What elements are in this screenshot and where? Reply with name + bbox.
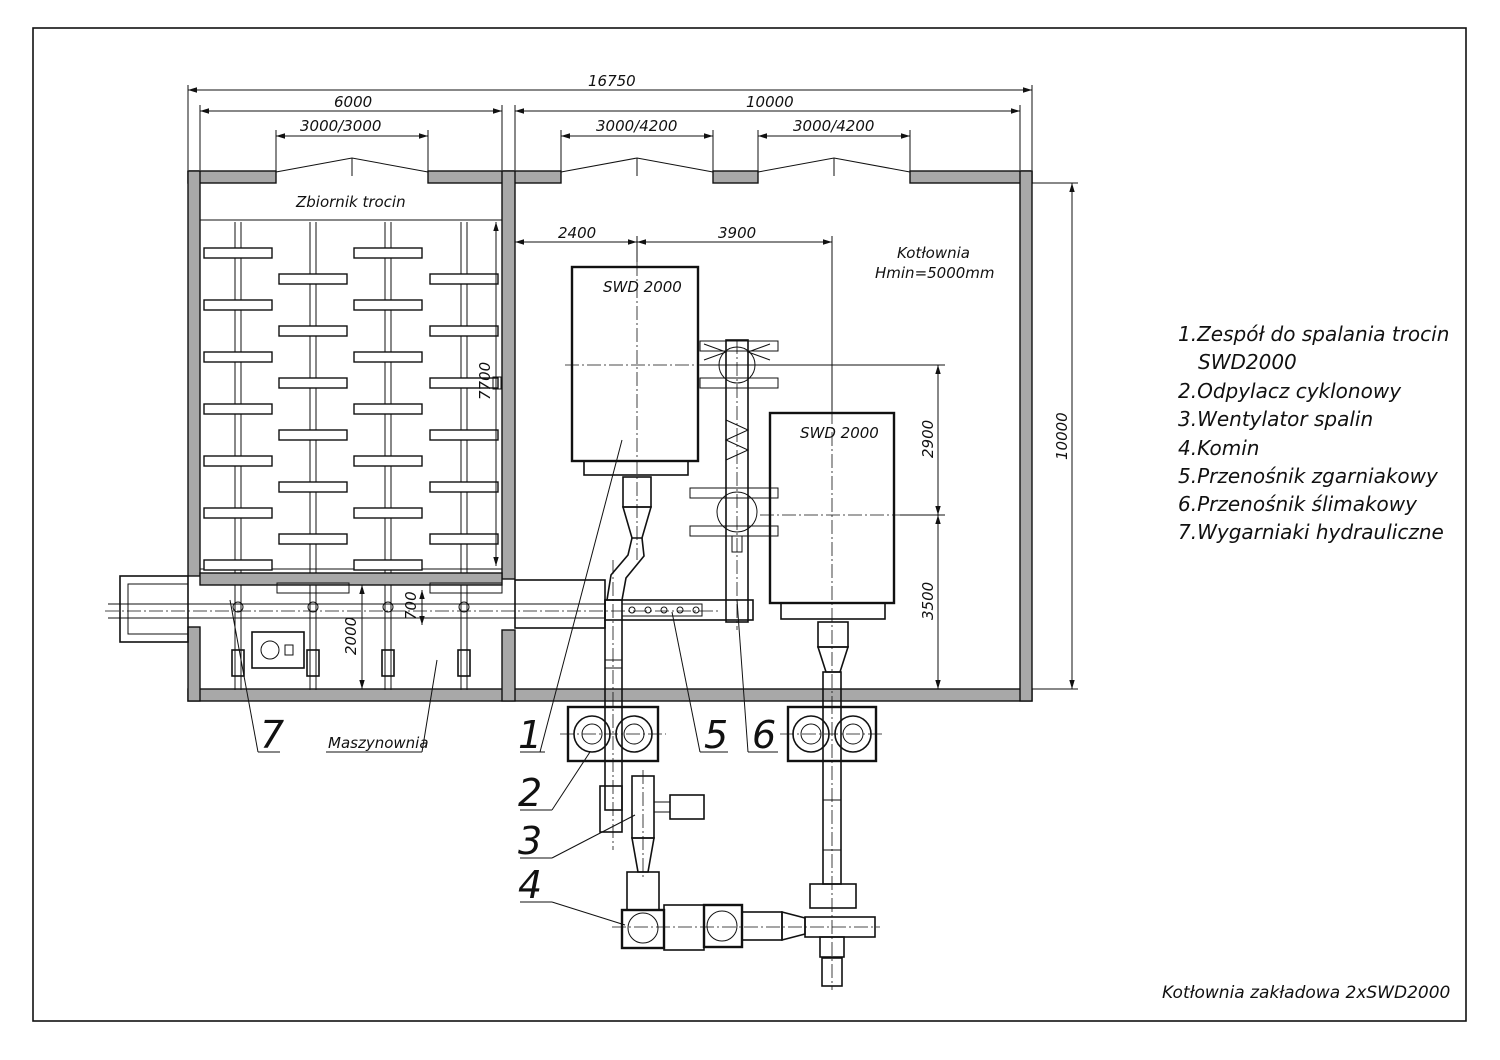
scraper-pivot (307, 601, 319, 613)
scraper-paddle (429, 481, 499, 493)
scraper-paddle (203, 403, 273, 415)
gate-openings (275, 157, 911, 176)
dim-2000: 2000 (342, 617, 360, 655)
callout-7: 7 (260, 713, 284, 757)
scraper-paddle (429, 325, 499, 337)
dim-10000-height: 10000 (1053, 412, 1071, 460)
boiler-unit-2: SWD 2000 (760, 410, 905, 700)
scraper-paddle (353, 247, 423, 259)
scraper-paddle (203, 247, 273, 259)
scraper-paddle (278, 533, 348, 545)
scraper-paddle (278, 481, 348, 493)
scraper-conveyor-left (105, 572, 720, 669)
scraper-paddle (278, 429, 348, 441)
dim-left-door: 3000/3000 (300, 117, 381, 135)
legend-item-1-cont: SWD2000 (1198, 350, 1297, 374)
scraper-paddle (353, 403, 423, 415)
legend-item-5: 5.Przenośnik zgarniakowy (1178, 464, 1439, 488)
scraper-paddle (429, 533, 499, 545)
callout-2: 2 (518, 771, 542, 815)
scraper-pivot (382, 601, 394, 613)
hydraulic-cylinder (381, 649, 395, 677)
screw-conveyor (689, 339, 779, 630)
scraper-paddle (203, 351, 273, 363)
dim-700: 700 (402, 591, 420, 620)
drawing-frame (32, 27, 1467, 1022)
cyclone-collector-2 (780, 705, 884, 763)
chimney (612, 871, 880, 987)
dim-right-width: 10000 (746, 93, 794, 111)
label-boiler-room: Kotłownia (897, 244, 970, 262)
building-walls (187, 170, 1033, 702)
label-sawdust-tank: Zbiornik trocin (295, 193, 406, 211)
scraper-paddle (203, 299, 273, 311)
cyclone-collector-1 (560, 705, 666, 763)
inner-dimensions-left: 2000 700 7700 (342, 222, 502, 689)
dim-left-width: 6000 (334, 93, 372, 111)
dim-right-door-2: 3000/4200 (793, 117, 874, 135)
scraper-paddle (353, 351, 423, 363)
legend-item-2: 2.Odpylacz cyklonowy (1178, 379, 1402, 403)
scraper-paddle (353, 559, 423, 571)
legend-item-6: 6.Przenośnik ślimakowy (1178, 492, 1418, 516)
inner-dimensions-right: 2400 3900 2900 3500 10000 (515, 182, 1078, 690)
scraper-paddle (203, 559, 273, 571)
legend-item-4: 4.Komin (1178, 436, 1259, 460)
hydraulic-cylinder (457, 649, 471, 677)
callout-5: 5 (704, 713, 728, 757)
hydraulic-scrapers (203, 222, 499, 690)
scraper-paddle (203, 507, 273, 519)
legend-item-3: 3.Wentylator spalin (1178, 407, 1373, 431)
flue-duct-1 (604, 560, 623, 850)
callout-4: 4 (518, 863, 542, 907)
hydraulic-cylinder (306, 649, 320, 677)
callout-1: 1 (518, 713, 542, 757)
label-unit-2: SWD 2000 (800, 424, 879, 442)
dim-right-door-1: 3000/4200 (596, 117, 677, 135)
dim-2400: 2400 (558, 224, 596, 242)
scraper-paddle (429, 273, 499, 285)
scraper-paddle (278, 325, 348, 337)
scraper-paddle (278, 377, 348, 389)
title-block: Kotłownia zakładowa 2xSWD2000 (1162, 983, 1450, 1003)
dim-7700: 7700 (476, 362, 494, 400)
label-unit-1: SWD 2000 (603, 278, 682, 296)
legend-item-1: 1.Zespół do spalania trocin (1178, 322, 1449, 346)
label-boiler-room-height: Hmin=5000mm (875, 264, 995, 282)
scraper-pivot (458, 601, 470, 613)
scraper-pivot (232, 601, 244, 613)
scraper-paddle (278, 273, 348, 285)
callout-3: 3 (518, 819, 542, 863)
flue-duct-2 (822, 671, 842, 990)
hydraulic-cylinder (231, 649, 245, 677)
scraper-paddle (353, 299, 423, 311)
dim-total-width: 16750 (588, 72, 636, 90)
scraper-paddle (429, 429, 499, 441)
boiler-unit-1: SWD 2000 (565, 262, 706, 601)
callout-leaders (229, 439, 778, 926)
dim-3900: 3900 (718, 224, 756, 242)
legend: 1.Zespół do spalania trocin SWD2000 2.Od… (1178, 322, 1449, 544)
dim-2900: 2900 (919, 420, 937, 458)
scraper-paddle (353, 455, 423, 467)
scraper-paddle (203, 455, 273, 467)
callout-6: 6 (752, 713, 776, 757)
dim-3500: 3500 (919, 582, 937, 620)
scraper-paddle (353, 507, 423, 519)
top-dimensions: 16750 6000 10000 3000/3000 3000/4200 300… (187, 72, 1033, 172)
label-machine-room: Maszynownia (328, 734, 429, 752)
legend-item-7: 7.Wygarniaki hydrauliczne (1178, 520, 1444, 544)
